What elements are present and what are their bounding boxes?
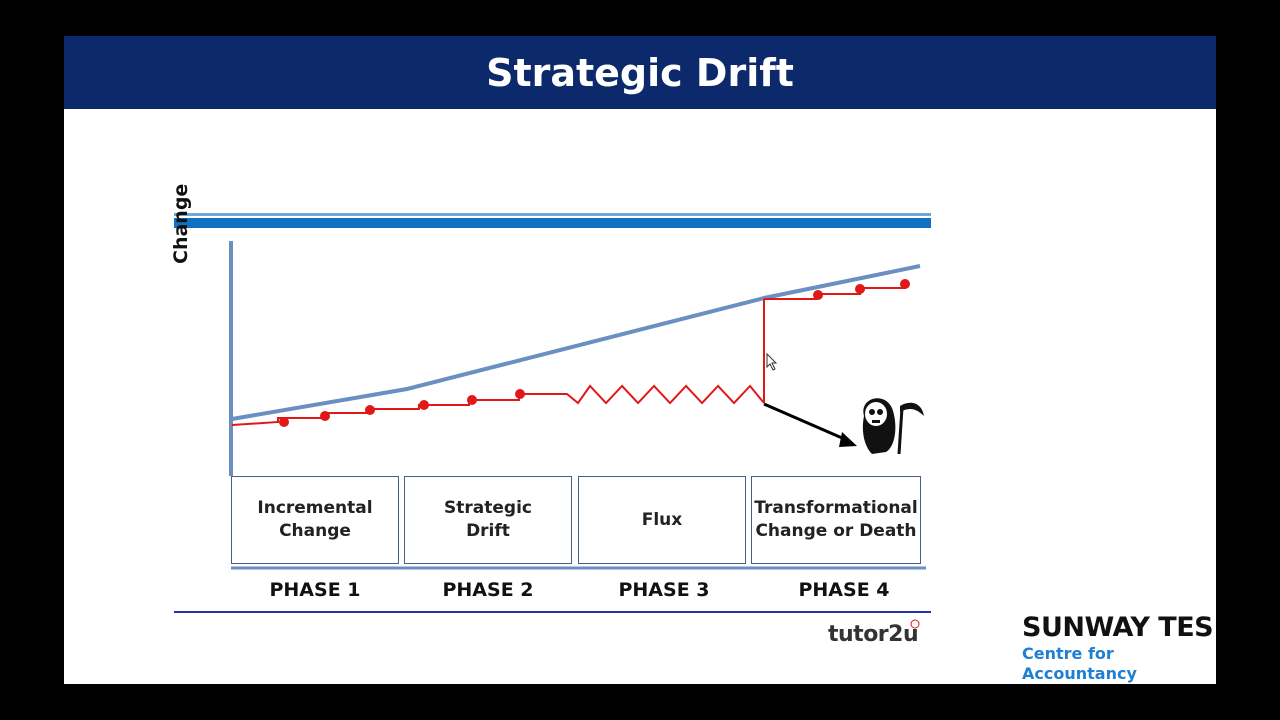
phase-1-label: PHASE 1 bbox=[269, 579, 361, 601]
cursor-icon bbox=[766, 352, 778, 371]
tutor2u-logo: tutor2u bbox=[828, 622, 919, 647]
sunway-tagline-2: Accountancy Excellence bbox=[1022, 664, 1137, 685]
phase-3-box-text: Flux bbox=[641, 509, 683, 530]
arrow-head bbox=[839, 432, 857, 447]
phase-2-box: Strategic Drift bbox=[404, 476, 572, 564]
slide-title: Strategic Drift bbox=[486, 50, 794, 95]
phase-2-label: PHASE 2 bbox=[442, 579, 534, 601]
title-bar: Strategic Drift bbox=[64, 36, 1216, 109]
phase-4-box-text: Transformational Change or Death bbox=[754, 498, 918, 541]
phase-4-box: Transformational Change or Death bbox=[751, 476, 921, 564]
post-transformation-line bbox=[764, 287, 906, 300]
phase-3-label: PHASE 3 bbox=[618, 579, 710, 601]
phase-2-box-text: Strategic Drift bbox=[444, 498, 532, 541]
phase-1-box-text: Incremental Change bbox=[257, 498, 373, 541]
tutor2u-splash-icon bbox=[910, 619, 920, 629]
slide: Strategic Drift bbox=[64, 36, 1216, 684]
header-band-thin bbox=[174, 213, 931, 216]
environmental-change-line bbox=[231, 264, 921, 421]
grim-reaper-icon bbox=[862, 398, 924, 455]
phase-4-label: PHASE 4 bbox=[798, 579, 890, 601]
strategic-drift-diagram bbox=[174, 213, 931, 629]
sunway-tagline-1: Centre for bbox=[1022, 644, 1114, 663]
phase-1-box: Incremental Change bbox=[231, 476, 399, 564]
sunway-name: SUNWAY TES bbox=[1022, 612, 1214, 643]
strategy-line bbox=[231, 384, 765, 426]
strategy-dots bbox=[279, 279, 910, 427]
arrow-icon bbox=[763, 402, 850, 443]
phase-3-box: Flux bbox=[578, 476, 746, 564]
sunway-logo: SUNWAY TES Centre for Accountancy Excell… bbox=[1022, 612, 1216, 684]
header-band bbox=[174, 218, 931, 228]
y-axis-label: Change bbox=[170, 183, 192, 264]
